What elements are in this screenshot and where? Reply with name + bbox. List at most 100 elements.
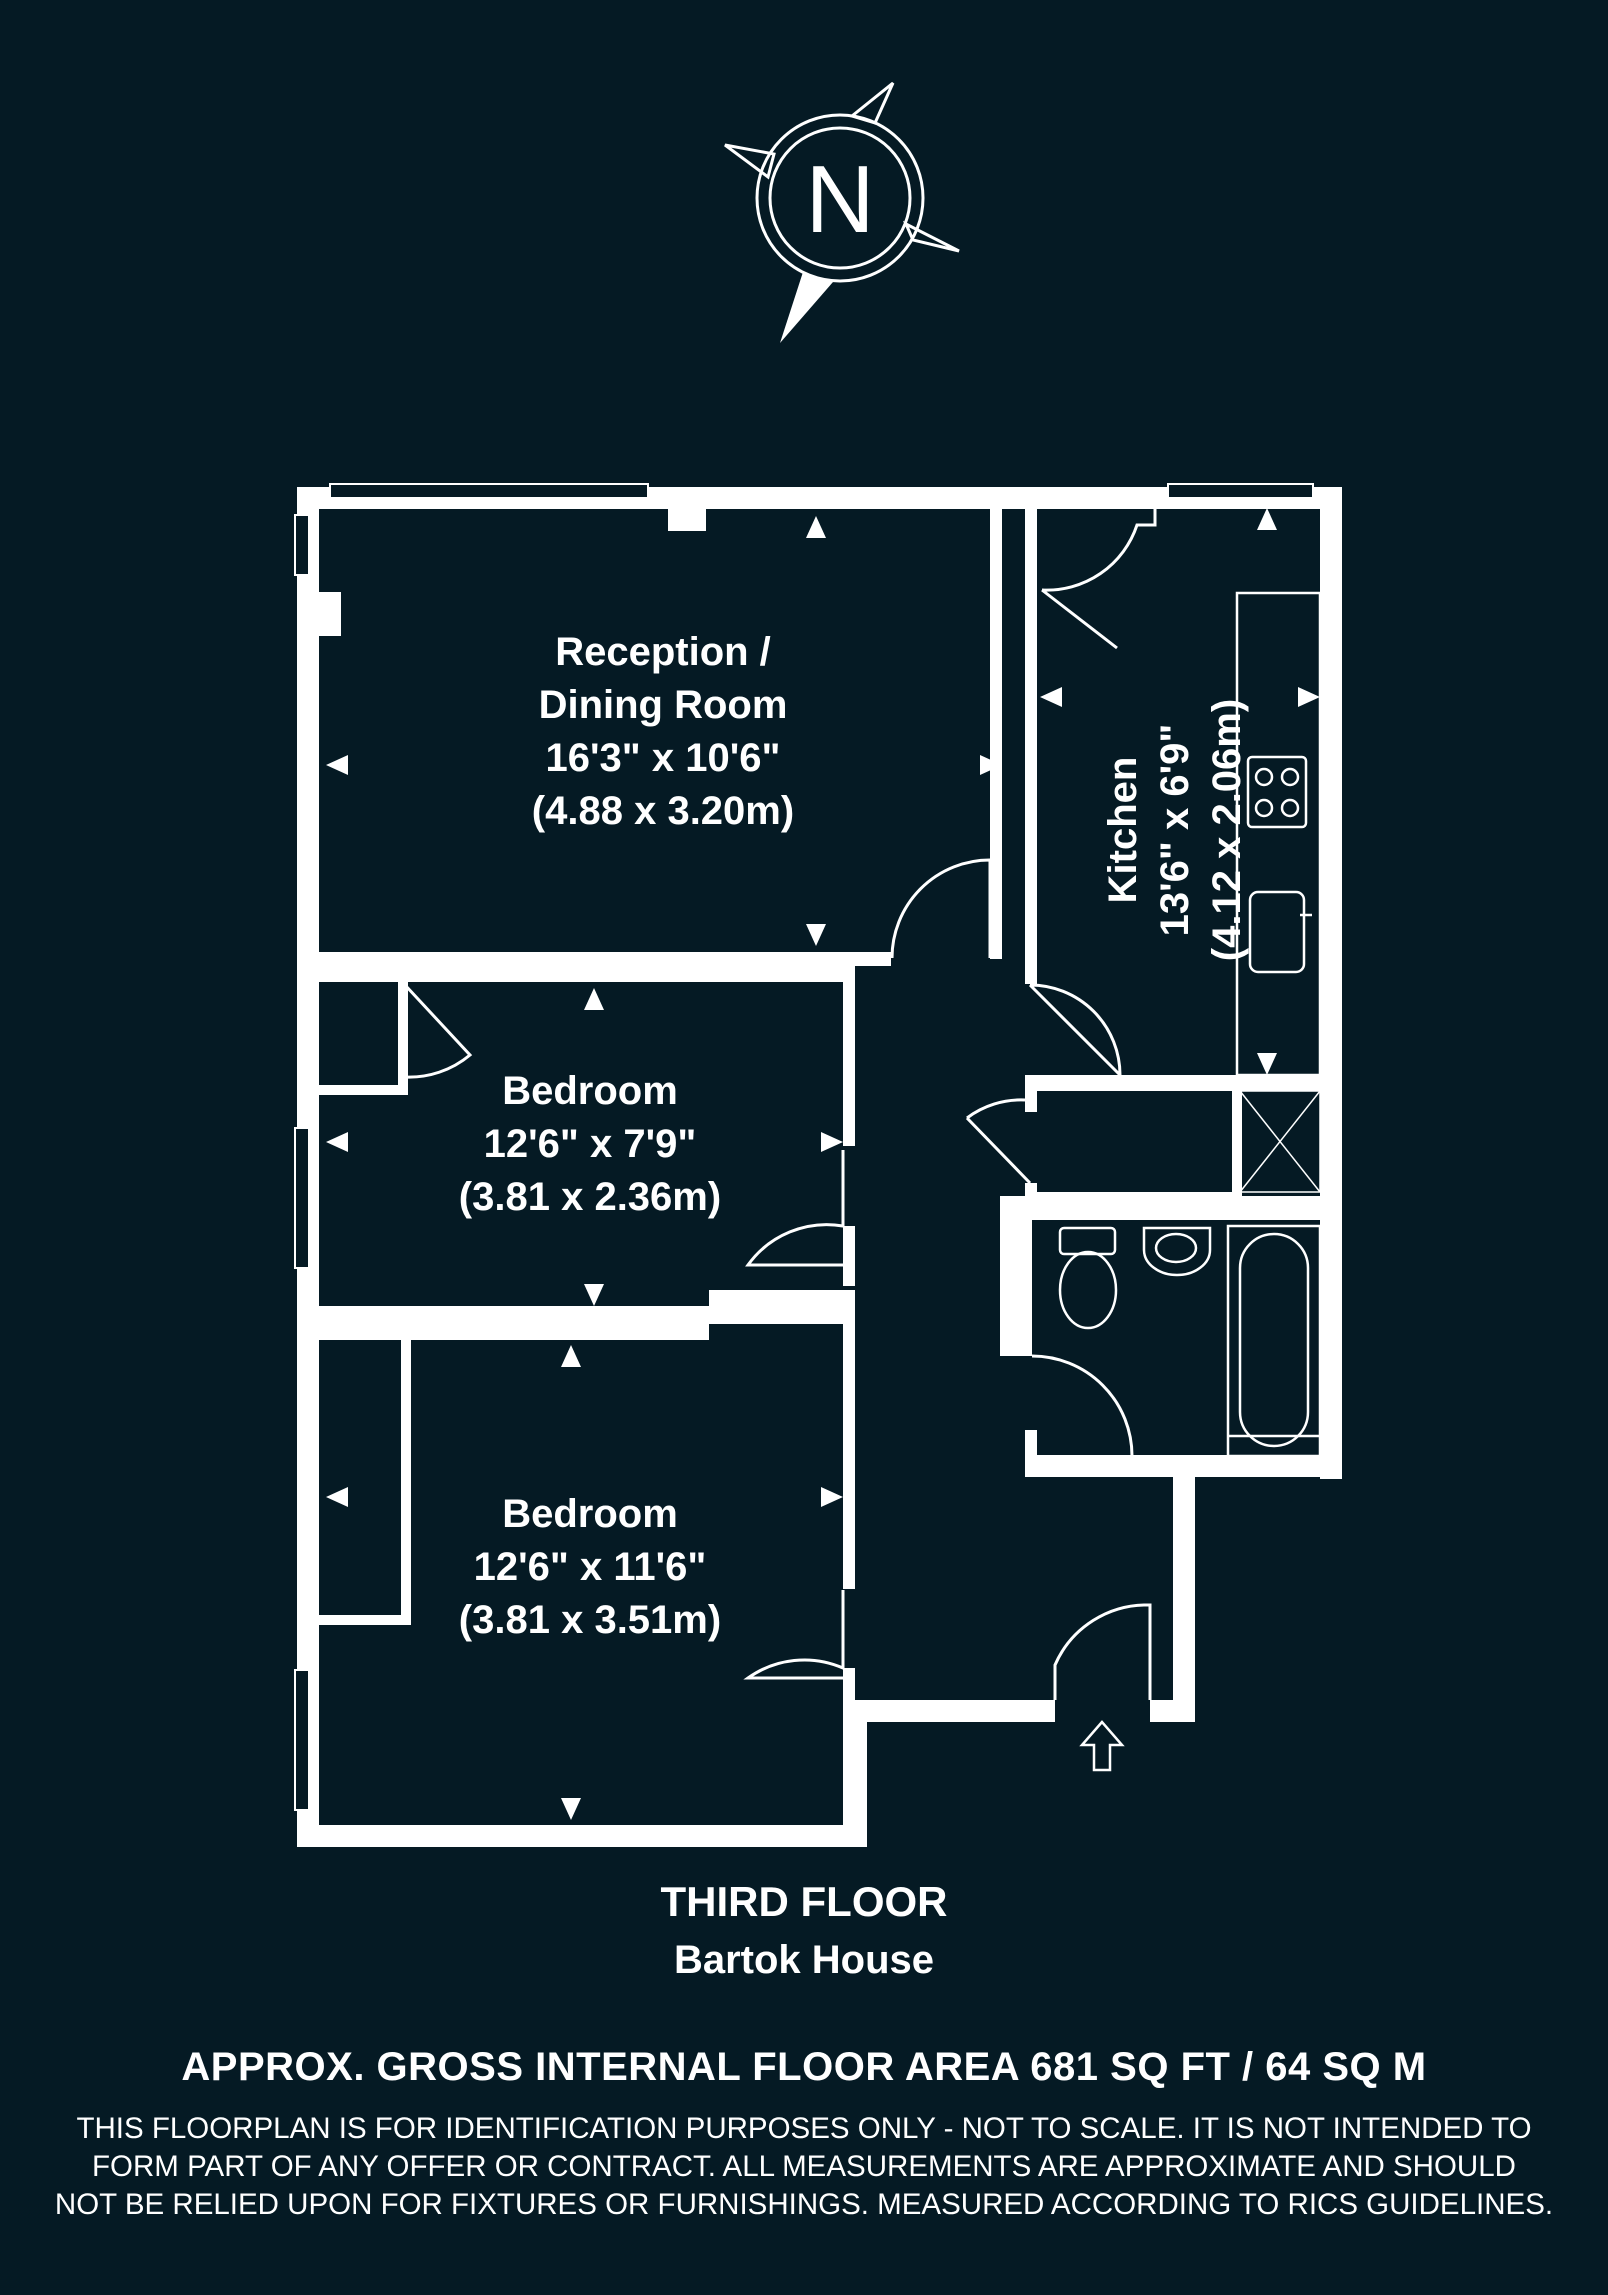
- bedroom2-size-imperial: 12'6" x 11'6": [473, 1545, 707, 1589]
- compass-icon: [724, 81, 960, 343]
- wall-hall-right: [1173, 1462, 1195, 1722]
- arrow-bedroom1-left: [326, 1132, 348, 1152]
- compass-ring-outer: [755, 113, 925, 283]
- dimension-arrows: [326, 508, 1320, 1820]
- wall-store-right: [1232, 1082, 1242, 1204]
- compass-south-pointer: [780, 272, 833, 343]
- kitchen-size-metric: (4.12 x 2.06m): [1205, 698, 1249, 962]
- toilet-icon: [1058, 1250, 1118, 1330]
- reception-size-imperial: 16'3" x 10'6": [545, 736, 781, 780]
- doors: [403, 509, 1157, 1700]
- bedroom1-name: Bedroom: [502, 1069, 678, 1113]
- arrow-kitchen-top: [1257, 508, 1277, 530]
- wall-bedroom1-right-lower: [843, 1226, 855, 1286]
- bath-icon: [1226, 1224, 1322, 1458]
- arrow-reception-top: [806, 516, 826, 538]
- kitchen-size-imperial: 13'6" x 6'9": [1153, 723, 1197, 937]
- wall-bath-left-lower: [1025, 1430, 1037, 1477]
- bedroom2-name: Bedroom: [502, 1492, 678, 1536]
- wall-bedroom-divider: [319, 1306, 709, 1340]
- entrance-arrow-icon: [1079, 1720, 1125, 1772]
- window-bedroom1-left: [294, 1127, 310, 1269]
- compass-north-pointer: [848, 81, 895, 125]
- window-reception-top: [329, 483, 649, 499]
- wall-store-top-left: [1025, 1082, 1037, 1112]
- windows: [294, 483, 1314, 1811]
- arrow-bedroom2-right: [821, 1487, 843, 1507]
- arrow-bedroom1-right: [821, 1132, 843, 1152]
- window-kitchen-top: [1167, 483, 1314, 499]
- compass-east-pointer: [902, 220, 960, 253]
- wall-bath-bottom: [1025, 1455, 1342, 1477]
- wall-bedroom2-right-lower: [843, 1668, 855, 1825]
- kitchen-worktop: [1235, 591, 1322, 1077]
- room-label-reception: Reception / Dining Room 16'3" x 10'6" (4…: [532, 626, 794, 838]
- reception-name-line1: Reception /: [555, 630, 771, 674]
- wall-bedroom-divider-right: [709, 1290, 855, 1324]
- wall-hall-bottom: [845, 1700, 1055, 1722]
- building-name: Bartok House: [673, 1938, 935, 1982]
- door-store: [965, 1098, 1032, 1185]
- disclaimer-line: NOT BE RELIED UPON FOR FIXTURES OR FURNI…: [54, 2188, 1554, 2221]
- reception-pillar-left: [319, 592, 341, 636]
- door-kitchen-cupboard: [1041, 509, 1157, 650]
- door-reception: [890, 858, 992, 959]
- floor-name: THIRD FLOOR: [660, 1878, 948, 1925]
- wall-bedroom1-right: [843, 966, 855, 1146]
- door-bedroom2: [743, 1590, 845, 1680]
- compass-west-pointer: [724, 143, 776, 180]
- door-bedroom1-closet: [403, 983, 473, 1079]
- arrow-bedroom2-left: [326, 1487, 348, 1507]
- wall-bedroom2-closet-side: [401, 1340, 411, 1625]
- store-cupboard: [1239, 1090, 1321, 1193]
- basin-icon: [1142, 1226, 1212, 1277]
- bathroom-fittings: [1058, 1224, 1322, 1458]
- arrow-kitchen-left: [1040, 687, 1062, 707]
- arrow-bedroom1-bottom: [584, 1284, 604, 1306]
- arrow-reception-bottom: [806, 924, 826, 946]
- arrow-kitchen-bottom: [1257, 1053, 1277, 1075]
- wall-bedroom2-right: [843, 1324, 855, 1589]
- toilet-cistern-icon: [1058, 1226, 1117, 1256]
- kitchen-fittings: [1235, 591, 1322, 1077]
- bedroom2-size-metric: (3.81 x 3.51m): [458, 1598, 722, 1642]
- wall-right: [1320, 487, 1342, 1479]
- wall-kitchen-bottom: [1025, 1075, 1342, 1091]
- room-label-bedroom2: Bedroom 12'6" x 11'6" (3.81 x 3.51m): [459, 1488, 721, 1647]
- arrow-bedroom2-top: [561, 1345, 581, 1367]
- arrow-kitchen-right: [1298, 687, 1320, 707]
- door-bathroom: [1031, 1354, 1134, 1470]
- wall-bedroom1-closet: [319, 1085, 404, 1095]
- arrow-reception-left: [326, 755, 348, 775]
- disclaimer: THIS FLOORPLAN IS FOR IDENTIFICATION PUR…: [40, 2110, 1568, 2224]
- wall-bath-left: [1000, 1196, 1032, 1356]
- wall-reception-bottom: [319, 952, 891, 966]
- wall-reception-kitchen: [990, 509, 1002, 959]
- reception-name-line2: Dining Room: [538, 683, 788, 727]
- floor-area: APPROX. GROSS INTERNAL FLOOR AREA 681 SQ…: [181, 2045, 1427, 2089]
- arrow-reception-right: [980, 755, 1002, 775]
- reception-pillar: [668, 505, 706, 531]
- door-kitchen: [1028, 983, 1122, 1077]
- disclaimer-line: FORM PART OF ANY OFFER OR CONTRACT. ALL …: [92, 2150, 1516, 2183]
- window-reception-left: [294, 514, 310, 576]
- walls: [297, 487, 1342, 1847]
- door-entrance: [1053, 1603, 1152, 1700]
- wall-bedroom2-closet: [319, 1615, 409, 1625]
- hob-icon: [1246, 755, 1308, 829]
- arrow-bedroom2-bottom: [561, 1798, 581, 1820]
- wall-kitchen-left: [1025, 509, 1037, 984]
- bedroom1-size-metric: (3.81 x 2.36m): [458, 1175, 722, 1219]
- disclaimer-line: THIS FLOORPLAN IS FOR IDENTIFICATION PUR…: [76, 2112, 1532, 2145]
- door-bedroom1: [745, 1150, 845, 1267]
- bedroom1-size-imperial: 12'6" x 7'9": [483, 1122, 697, 1166]
- window-bedroom2-left: [294, 1669, 310, 1811]
- compass-ring-inner: [768, 126, 912, 270]
- wall-bath-top: [1000, 1196, 1342, 1220]
- wall-bedroom1-closet-side: [398, 982, 408, 1095]
- sink-icon: [1248, 890, 1306, 974]
- arrow-bedroom1-top: [584, 988, 604, 1010]
- room-label-bedroom1: Bedroom 12'6" x 7'9" (3.81 x 2.36m): [459, 1065, 721, 1224]
